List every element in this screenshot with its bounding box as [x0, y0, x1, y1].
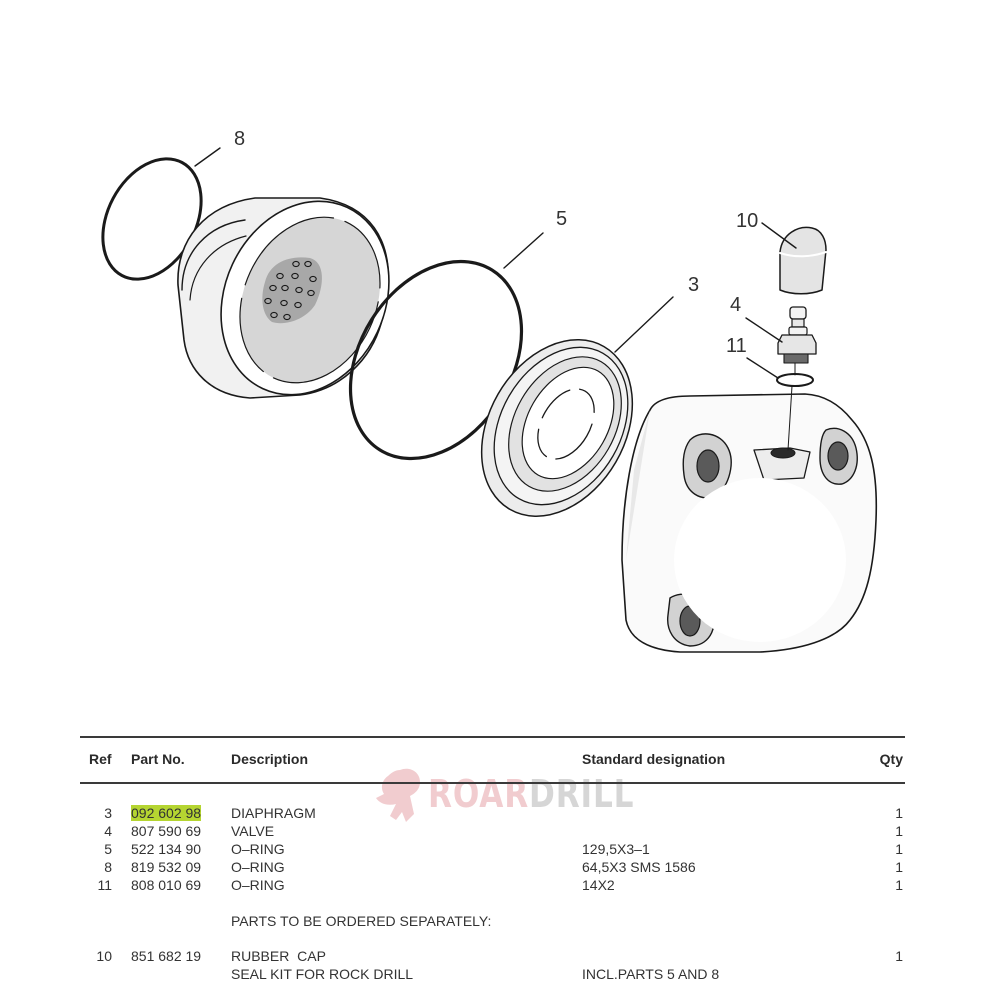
row-qty: 1 — [895, 859, 903, 875]
row-ref: 11 — [97, 877, 112, 893]
section-note-row: PARTS TO BE ORDERED SEPARATELY: — [80, 913, 905, 931]
table-row: 5 522 134 90 O–RING 129,5X3–1 1 — [80, 841, 905, 859]
header-part-no: Part No. — [131, 751, 185, 767]
row-description: RUBBER CAP — [231, 948, 326, 964]
callout-5: 5 — [556, 208, 567, 230]
row-standard: 129,5X3–1 — [582, 841, 650, 857]
table-row: 4 807 590 69 VALVE 1 — [80, 823, 905, 841]
exploded-parts-diagram: 8 5 3 10 4 11 — [101, 128, 878, 653]
row-qty: 1 — [895, 877, 903, 893]
row-description: SEAL KIT FOR ROCK DRILL — [231, 966, 414, 982]
header-standard-designation: Standard designation — [582, 751, 726, 767]
row-ref: 3 — [104, 805, 112, 821]
row-standard: 64,5X3 SMS 1586 — [582, 859, 696, 875]
part-10-rubber-cap — [761, 222, 827, 295]
callout-10: 10 — [736, 210, 758, 232]
row-part-no: 819 532 09 — [131, 859, 202, 875]
callout-8: 8 — [234, 128, 245, 150]
row-part-no-highlighted[interactable]: 092 602 98 — [131, 805, 202, 821]
part-11-o-ring — [746, 357, 814, 451]
row-qty: 1 — [895, 805, 903, 821]
row-part-no: 851 682 19 — [131, 948, 202, 964]
header-ref: Ref — [89, 751, 112, 767]
table-row: SEAL KIT FOR ROCK DRILL INCL.PARTS 5 AND… — [80, 966, 905, 984]
row-ref: 10 — [96, 948, 112, 964]
header-description: Description — [231, 751, 309, 767]
row-qty: 1 — [895, 841, 903, 857]
housing-cup — [177, 197, 390, 399]
table-top-rule — [80, 736, 905, 738]
callout-4: 4 — [730, 294, 741, 316]
row-part-no: 807 590 69 — [131, 823, 202, 839]
header-qty: Qty — [879, 751, 903, 767]
table-row: 10 851 682 19 RUBBER CAP 1 — [80, 948, 905, 966]
row-ref: 8 — [104, 859, 112, 875]
row-standard: 14X2 — [582, 877, 615, 893]
row-qty: 1 — [895, 823, 903, 839]
row-description: O–RING — [231, 841, 285, 857]
row-part-no: 522 134 90 — [131, 841, 202, 857]
row-qty: 1 — [895, 948, 903, 964]
section-note: PARTS TO BE ORDERED SEPARATELY: — [231, 913, 492, 929]
callout-3: 3 — [688, 274, 699, 296]
table-row: 8 819 532 09 O–RING 64,5X3 SMS 1586 1 — [80, 859, 905, 877]
valve-cover-body — [621, 393, 878, 653]
row-part-no: 808 010 69 — [131, 877, 202, 893]
part-3-diaphragm — [480, 296, 674, 517]
row-standard: INCL.PARTS 5 AND 8 — [582, 966, 720, 982]
row-description: O–RING — [231, 859, 285, 875]
table-row: 11 808 010 69 O–RING 14X2 1 — [80, 877, 905, 895]
row-description: VALVE — [231, 823, 275, 839]
table-header-rule — [80, 782, 905, 784]
table-row: 3 092 602 98 DIAPHRAGM 1 — [80, 805, 905, 823]
row-description: DIAPHRAGM — [231, 805, 316, 821]
row-ref: 4 — [104, 823, 112, 839]
callout-11: 11 — [726, 335, 747, 357]
row-description: O–RING — [231, 877, 285, 893]
row-ref: 5 — [104, 841, 112, 857]
